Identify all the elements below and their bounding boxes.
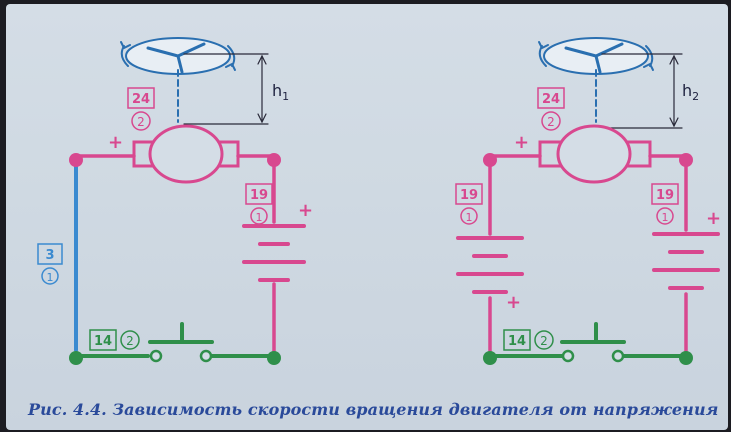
left-switch-contacts [149, 349, 213, 363]
right-switch-circle-label: 2 [540, 334, 548, 348]
left-battery-circle-label: 1 [256, 211, 263, 224]
left-propeller-icon [120, 37, 236, 75]
right-height-marker [601, 53, 683, 129]
right-battery2-plus: + [706, 208, 721, 229]
right-battery1-circle-label: 1 [466, 211, 473, 224]
right-height-label: h2 [682, 81, 699, 103]
figure-caption: Рис. 4.4. Зависимость скорости вращения … [28, 400, 719, 419]
right-battery1-plus: + [506, 292, 521, 313]
right-battery1-box-label: 19 [460, 188, 478, 203]
right-terminals [483, 153, 693, 365]
left-battery-box-label: 19 [250, 188, 268, 203]
right-propeller-icon [538, 37, 654, 75]
right-battery-1 [456, 236, 524, 294]
left-battery [242, 224, 306, 282]
right-switch-contacts [561, 349, 625, 363]
left-height-label: h1 [272, 81, 289, 103]
right-pink-wires [488, 154, 688, 358]
left-switch-box-label: 14 [94, 334, 112, 349]
right-motor-box-label: 24 [542, 92, 560, 107]
left-motor-plus: + [108, 132, 123, 153]
left-battery-plus: + [298, 200, 313, 221]
right-green-wires [488, 322, 688, 358]
right-battery2-circle-label: 1 [662, 211, 669, 224]
right-battery-2 [652, 232, 720, 290]
left-height-marker [183, 53, 269, 125]
right-motor-circle-label: 2 [547, 115, 555, 129]
left-motor-box-label: 24 [132, 92, 150, 107]
left-terminals [69, 153, 281, 365]
textbook-page: h1 24 2 + 19 1 + 3 1 14 2 h2 [6, 4, 728, 430]
circuit-diagram: h1 24 2 + 19 1 + 3 1 14 2 h2 [37, 37, 721, 365]
right-motor [538, 124, 652, 184]
left-wire-circle-label: 1 [47, 271, 54, 284]
left-green-wires [74, 322, 276, 358]
left-wire-box-label: 3 [45, 248, 54, 263]
right-switch-box-label: 14 [508, 334, 526, 349]
right-battery2-box-label: 19 [656, 188, 674, 203]
left-motor-circle-label: 2 [137, 115, 145, 129]
right-motor-plus: + [514, 132, 529, 153]
left-motor [132, 124, 240, 184]
left-switch-circle-label: 2 [126, 334, 134, 348]
left-pink-wires [74, 154, 276, 358]
